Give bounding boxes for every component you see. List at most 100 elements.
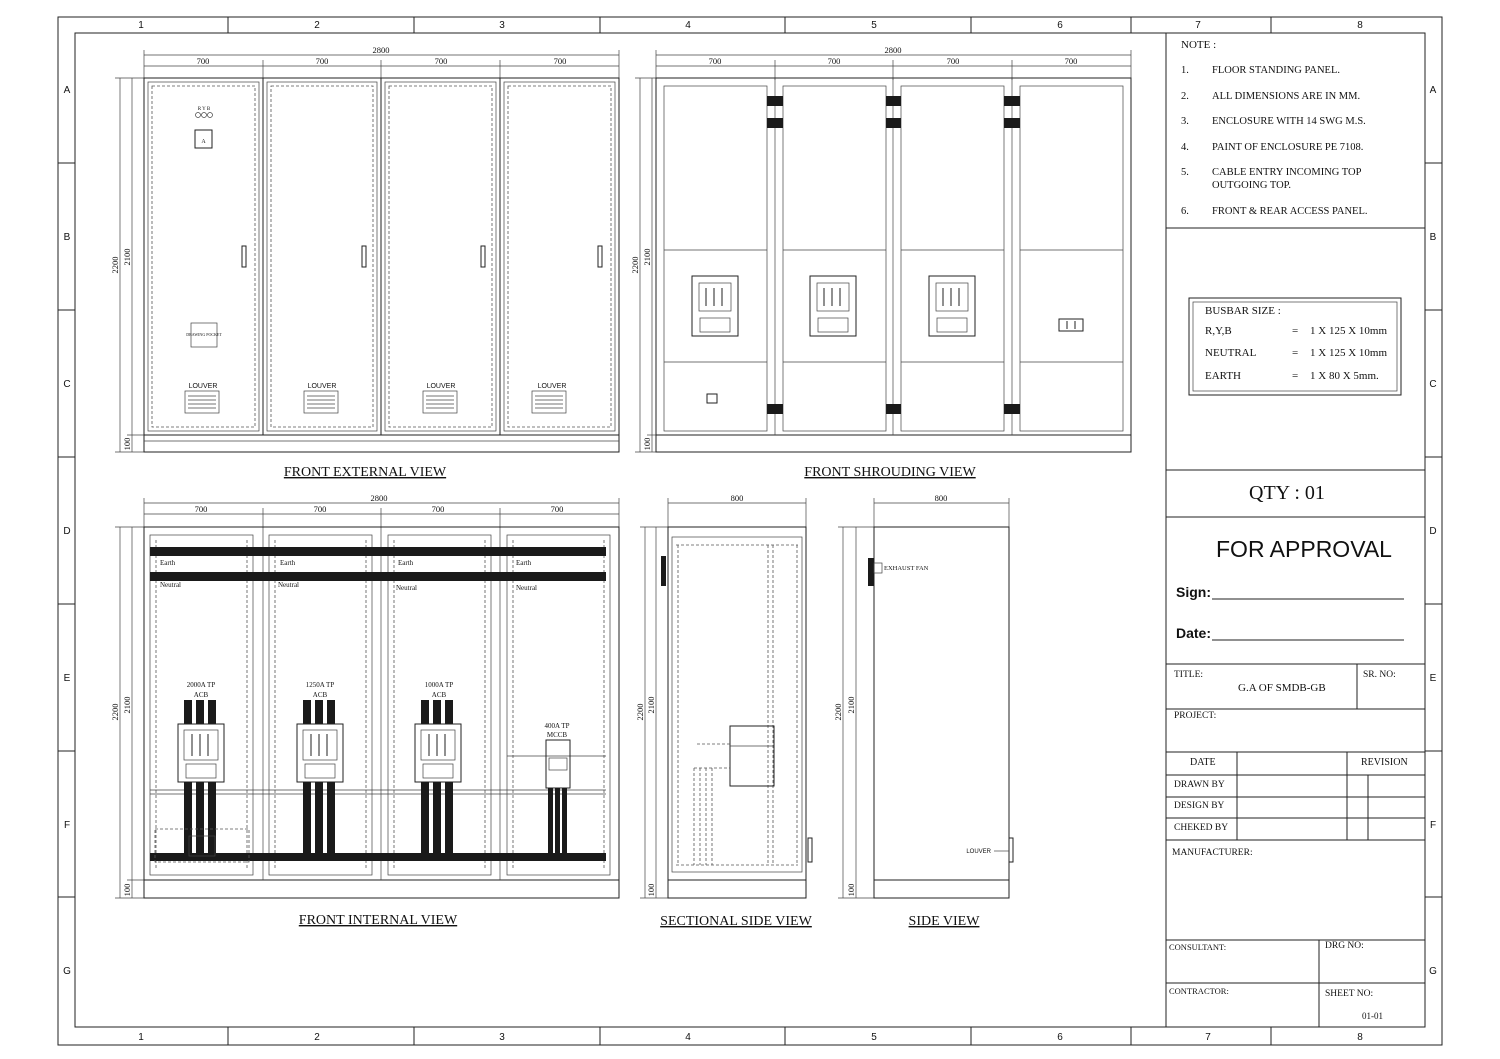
drawing-title: G.A OF SMDB-GB	[1238, 682, 1326, 694]
ammeter	[194, 129, 213, 149]
dim-section-width: 700	[828, 56, 841, 66]
dim-height-inner: 2100	[646, 697, 656, 714]
louver-label: LOUVER	[538, 383, 567, 390]
busbar-row-value: 1 X 125 X 10mm	[1310, 347, 1387, 359]
louver-label: LOUVER	[189, 383, 218, 390]
dim-depth: 800	[731, 493, 744, 503]
dim-section-width: 700	[195, 504, 208, 514]
busbar-row-sep: =	[1292, 370, 1299, 382]
dim-section-width: 700	[432, 504, 445, 514]
dim-height-outer: 2200	[110, 257, 120, 274]
view-title-front-external: FRONT EXTERNAL VIEW	[284, 465, 447, 480]
note-text: FRONT & REAR ACCESS PANEL.	[1212, 206, 1368, 217]
note-text: ENCLOSURE WITH 14 SWG M.S.	[1212, 116, 1366, 127]
grid-col-1-bottom: 1	[138, 1032, 144, 1043]
busbar-row-value: 1 X 125 X 10mm	[1310, 325, 1387, 337]
grid-row-b-right: B	[1430, 232, 1437, 243]
date-label[interactable]: Date:	[1176, 625, 1212, 641]
door-handles[interactable]	[241, 245, 603, 268]
grid-col-5-top: 5	[871, 20, 877, 31]
front-external-view: 2800 700 700 700 700 2200 2100 100 R Y	[110, 45, 620, 480]
side-view: 800 2200 2100 100 EXHAUST FAN LOUVER SID…	[833, 493, 1014, 929]
date-header: DATE	[1190, 757, 1216, 768]
dim-base: 100	[122, 438, 132, 451]
busbar-row-name: EARTH	[1205, 370, 1242, 382]
approval-status: FOR APPROVAL	[1216, 536, 1392, 562]
dim-base: 100	[646, 884, 656, 897]
grid-row-c-right: C	[1429, 379, 1436, 390]
design-by-label: DESIGN BY	[1174, 801, 1225, 811]
dim-section-width: 700	[435, 56, 448, 66]
earth-label: Earth	[160, 559, 176, 567]
louver-label: LOUVER	[308, 383, 337, 390]
grid-col-2-top: 2	[314, 20, 320, 31]
busbar-row-value: 1 X 80 X 5mm.	[1310, 370, 1379, 382]
dim-height-outer: 2200	[833, 704, 843, 721]
breaker-1-rating: 2000A TP	[187, 681, 216, 689]
neutral-label: Neutral	[396, 584, 417, 592]
sign-label[interactable]: Sign:	[1176, 584, 1211, 600]
grid-col-6-bottom: 6	[1057, 1032, 1063, 1043]
grid-row-f-left: F	[64, 820, 70, 831]
dim-section-width: 700	[554, 56, 567, 66]
busbar-heading: BUSBAR SIZE :	[1205, 305, 1281, 317]
front-shrouding-view: 2800 700 700 700 700 2200 2100 100	[630, 45, 1132, 480]
dim-height-outer: 2200	[110, 704, 120, 721]
grid-col-7-bottom: 7	[1205, 1032, 1211, 1043]
breaker-4-rating: 400A TP	[545, 722, 570, 730]
meter-label: A	[201, 139, 206, 145]
dim-section-width: 700	[314, 504, 327, 514]
breaker-2-type: ACB	[313, 691, 328, 699]
grid-col-1-top: 1	[138, 20, 144, 31]
grid-col-3-bottom: 3	[499, 1032, 505, 1043]
louver-label: LOUVER	[427, 383, 456, 390]
grid-col-2-bottom: 2	[314, 1032, 320, 1043]
earth-label: Earth	[516, 559, 532, 567]
exhaust-fan-label: EXHAUST FAN	[884, 565, 929, 572]
front-internal-view: 2800 700 700 700 700 2200 2100 100	[110, 493, 620, 928]
louvers: LOUVER LOUVER LOUVER LOUVER	[184, 383, 567, 414]
grid-col-8-bottom: 8	[1357, 1032, 1363, 1043]
louver-label: LOUVER	[966, 849, 991, 855]
grid-row-e-right: E	[1430, 673, 1437, 684]
dim-section-width: 700	[947, 56, 960, 66]
notes-heading: NOTE :	[1181, 39, 1217, 51]
breaker-3-rating: 1000A TP	[425, 681, 454, 689]
grid-col-7-top: 7	[1195, 20, 1201, 31]
consultant-label: CONSULTANT:	[1169, 942, 1227, 952]
grid-row-g-left: G	[63, 966, 71, 977]
dim-section-width: 700	[316, 56, 329, 66]
dim-section-width: 700	[709, 56, 722, 66]
note-number: 2.	[1181, 91, 1189, 102]
grid-row-d-left: D	[63, 526, 70, 537]
note-number: 4.	[1181, 142, 1189, 153]
note-text: ALL DIMENSIONS ARE IN MM.	[1212, 91, 1361, 102]
grid-col-4-top: 4	[685, 20, 691, 31]
grid-col-4-bottom: 4	[685, 1032, 691, 1043]
dim-section-width: 700	[197, 56, 210, 66]
grid-row-c-left: C	[63, 379, 70, 390]
dim-section-width: 700	[1065, 56, 1078, 66]
project-label: PROJECT:	[1174, 711, 1217, 721]
view-title-sectional-side: SECTIONAL SIDE VIEW	[660, 914, 812, 929]
grid-row-f-right: F	[1430, 820, 1436, 831]
neutral-label: Neutral	[278, 581, 299, 589]
grid-row-e-left: E	[64, 673, 71, 684]
dim-depth: 800	[935, 493, 948, 503]
note-text: OUTGOING TOP.	[1212, 180, 1291, 191]
dim-section-width: 700	[551, 504, 564, 514]
dim-base: 100	[846, 884, 856, 897]
note-number: 5.	[1181, 167, 1189, 178]
sheet-frame: 1 2 3 4 5 6 7 8 1 2 3 4 5 6 7 8 A B C D …	[57, 16, 1443, 1046]
checked-by-label: CHEKED BY	[1174, 823, 1229, 833]
view-title-side: SIDE VIEW	[909, 914, 981, 929]
dim-total-width: 2800	[373, 45, 390, 55]
busbar-row-name: NEUTRAL	[1205, 347, 1257, 359]
breaker-2-rating: 1250A TP	[306, 681, 335, 689]
sr-no-label: SR. NO:	[1363, 670, 1396, 680]
acb-breakers	[154, 700, 571, 863]
indicator-lamps: R Y B	[195, 107, 213, 118]
dim-height-outer: 2200	[635, 704, 645, 721]
dim-height-inner: 2100	[846, 697, 856, 714]
